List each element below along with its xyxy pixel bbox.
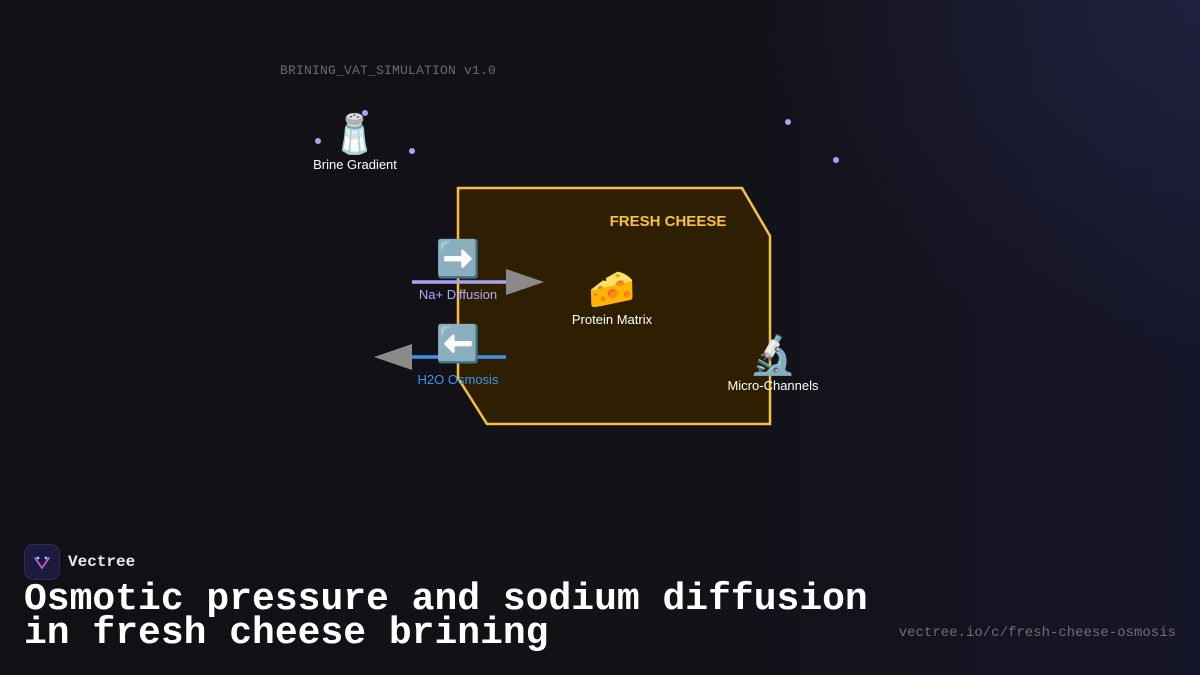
node-label: Brine Gradient bbox=[313, 157, 397, 172]
brand: Vectree bbox=[24, 544, 135, 580]
node-label: Micro-Channels bbox=[727, 378, 819, 393]
node-label: H2O Osmosis bbox=[417, 372, 499, 387]
cheese-icon: 🧀 bbox=[588, 269, 636, 311]
container-label: FRESH CHEESE bbox=[610, 213, 727, 230]
node-protein-matrix: 🧀 Protein Matrix bbox=[552, 268, 672, 327]
node-brine-gradient: 🧂 Brine Gradient bbox=[295, 113, 415, 172]
node-na-diffusion: ➡️ Na+ Diffusion bbox=[398, 237, 518, 302]
particle-dot bbox=[409, 148, 415, 154]
particle-dot bbox=[833, 157, 839, 163]
node-micro-channels: 🔬 Micro-Channels bbox=[713, 334, 833, 393]
salt-shaker-icon: 🧂 bbox=[331, 114, 379, 156]
particle-dot bbox=[362, 110, 368, 116]
particle-dot bbox=[315, 138, 321, 144]
node-h2o-osmosis: ⬅️ H2O Osmosis bbox=[398, 322, 518, 387]
left-arrow-icon: ⬅️ bbox=[435, 323, 481, 364]
brand-name: Vectree bbox=[68, 553, 136, 571]
node-label: Na+ Diffusion bbox=[418, 287, 498, 302]
na-diffusion-arrowhead bbox=[506, 269, 544, 295]
page-url: vectree.io/c/fresh-cheese-osmosis bbox=[898, 625, 1176, 641]
particle-dot bbox=[785, 119, 791, 125]
node-label: Protein Matrix bbox=[571, 312, 653, 327]
h2o-osmosis-arrowhead bbox=[374, 344, 412, 370]
page-headline: Osmotic pressure and sodium diffusion in… bbox=[24, 578, 868, 655]
simulation-title: BRINING_VAT_SIMULATION v1.0 bbox=[280, 63, 497, 78]
right-arrow-icon: ➡️ bbox=[435, 238, 481, 279]
vectree-logo-icon bbox=[24, 544, 60, 580]
microscope-icon: 🔬 bbox=[749, 335, 797, 377]
cheese-container bbox=[456, 186, 772, 426]
